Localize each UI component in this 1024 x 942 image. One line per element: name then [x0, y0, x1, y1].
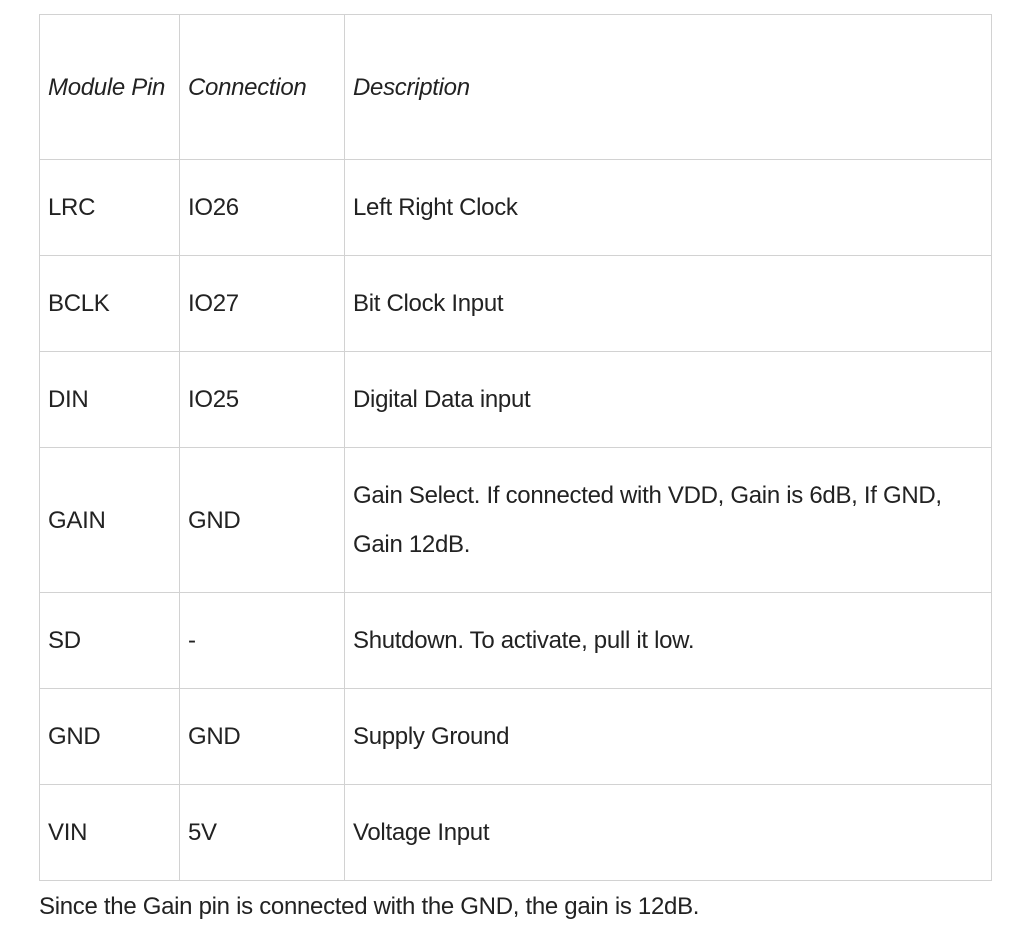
table-row: GAIN GND Gain Select. If connected with …	[39, 447, 992, 593]
cell-description: Supply Ground	[344, 688, 992, 785]
cell-description: Gain Select. If connected with VDD, Gain…	[344, 447, 992, 593]
header-module-pin: Module Pin	[39, 14, 180, 160]
cell-connection: GND	[179, 688, 345, 785]
cell-description: Digital Data input	[344, 351, 992, 448]
table-row: SD - Shutdown. To activate, pull it low.	[39, 592, 992, 689]
cell-pin: GAIN	[39, 447, 180, 593]
header-connection: Connection	[179, 14, 345, 160]
cell-connection: 5V	[179, 784, 345, 881]
table-row: BCLK IO27 Bit Clock Input	[39, 255, 992, 352]
table-row: LRC IO26 Left Right Clock	[39, 159, 992, 256]
cell-description: Shutdown. To activate, pull it low.	[344, 592, 992, 689]
header-description: Description	[344, 14, 992, 160]
cell-connection: GND	[179, 447, 345, 593]
cell-pin: GND	[39, 688, 180, 785]
table-row: GND GND Supply Ground	[39, 688, 992, 785]
table-row: VIN 5V Voltage Input	[39, 784, 992, 881]
cell-pin: BCLK	[39, 255, 180, 352]
cell-connection: IO27	[179, 255, 345, 352]
cell-description: Left Right Clock	[344, 159, 992, 256]
table-row: DIN IO25 Digital Data input	[39, 351, 992, 448]
gain-note: Since the Gain pin is connected with the…	[39, 893, 700, 920]
cell-pin: VIN	[39, 784, 180, 881]
cell-description: Voltage Input	[344, 784, 992, 881]
cell-pin: DIN	[39, 351, 180, 448]
table-header-row: Module Pin Connection Description	[39, 14, 992, 160]
pin-connection-table: Module Pin Connection Description LRC IO…	[39, 14, 992, 881]
cell-pin: LRC	[39, 159, 180, 256]
cell-connection: IO25	[179, 351, 345, 448]
cell-pin: SD	[39, 592, 180, 689]
cell-description: Bit Clock Input	[344, 255, 992, 352]
cell-connection: -	[179, 592, 345, 689]
cell-connection: IO26	[179, 159, 345, 256]
